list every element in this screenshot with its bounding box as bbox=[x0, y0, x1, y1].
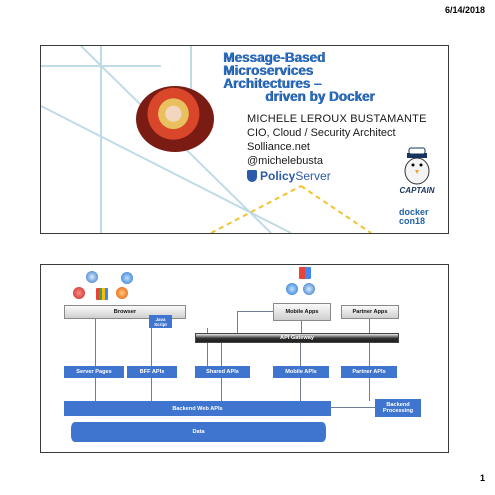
twitter-handle: @michelebusta bbox=[247, 155, 323, 167]
mobile-browser-icon bbox=[286, 283, 298, 295]
firefox-icon bbox=[116, 287, 128, 299]
mobile-apis-box: Mobile APIs bbox=[273, 366, 329, 378]
connector-bff-backend bbox=[151, 378, 152, 401]
policy-brand-prefix: Policy bbox=[260, 169, 296, 183]
dockercon-line-1: docker bbox=[399, 207, 429, 217]
connector-gateway-partner bbox=[369, 343, 370, 366]
page-number: 1 bbox=[479, 473, 485, 483]
connector-gateway-shared bbox=[221, 343, 222, 366]
connector-gateway-mobile bbox=[300, 343, 301, 366]
bff-apis-box: BFF APIs bbox=[127, 366, 177, 378]
partner-apps-box: Partner Apps bbox=[341, 305, 399, 319]
title-line-4: driven by Docker bbox=[265, 89, 375, 104]
speaker-role: CIO, Cloud / Security Architect bbox=[247, 127, 396, 139]
docker-captain-icon bbox=[404, 147, 430, 185]
connector-browser-server-pages bbox=[95, 319, 96, 366]
connector-js-shared bbox=[207, 328, 208, 366]
opera-icon bbox=[73, 287, 85, 299]
dockercon-logo: docker con18 bbox=[399, 208, 429, 226]
server-pages-box: Server Pages bbox=[64, 366, 124, 378]
policy-brand-suffix: Server bbox=[295, 169, 331, 183]
internet-explorer-icon bbox=[121, 272, 133, 284]
title-line-2: Microservices bbox=[223, 63, 314, 78]
connector-mobile-horizontal bbox=[237, 311, 301, 312]
speaker-photo bbox=[136, 86, 214, 152]
shared-apis-box: Shared APIs bbox=[195, 366, 250, 378]
connector-mobile-gateway-b bbox=[301, 311, 302, 333]
connector-backend-processing bbox=[331, 407, 375, 408]
partner-apis-box: Partner APIs bbox=[341, 366, 397, 378]
presentation-title: Message-Based Microservices Architecture… bbox=[223, 50, 443, 104]
slide-title: Message-Based Microservices Architecture… bbox=[40, 45, 449, 234]
javascript-box: Java Script bbox=[149, 315, 172, 328]
connector-partner-gateway bbox=[369, 313, 370, 333]
data-store-box: Data bbox=[71, 422, 326, 442]
shield-icon bbox=[247, 170, 257, 182]
chrome-icon bbox=[96, 288, 108, 300]
backend-processing-box: Backend Processing bbox=[375, 399, 421, 417]
title-line-1: Message-Based bbox=[223, 50, 326, 65]
captain-label: CAPTAIN bbox=[399, 186, 435, 195]
connector-mobile-gateway-a bbox=[237, 311, 238, 333]
title-line-3: Architectures – bbox=[223, 76, 322, 91]
mobile-apps-box: Mobile Apps bbox=[273, 303, 331, 321]
connector-server-pages-backend bbox=[95, 378, 96, 401]
connector-mobile-apis-backend bbox=[300, 378, 301, 401]
company: Solliance.net bbox=[247, 141, 310, 153]
dockercon-line-2: con18 bbox=[399, 216, 426, 226]
safari-icon bbox=[86, 271, 98, 283]
print-date: 6/14/2018 bbox=[444, 5, 485, 15]
slide-architecture-diagram: Browser Java Script Mobile Apps Partner … bbox=[40, 264, 449, 453]
api-gateway-box: API Gateway bbox=[195, 333, 399, 343]
speaker-name: MICHELE LEROUX BUSTAMANTE bbox=[247, 113, 427, 125]
android-icon bbox=[299, 267, 311, 279]
connector-shared-backend bbox=[221, 378, 222, 401]
mobile-safari-icon bbox=[303, 283, 315, 295]
connector-browser-bff bbox=[151, 319, 152, 366]
connector-partner-apis-backend bbox=[369, 378, 370, 401]
backend-web-apis-box: Backend Web APIs bbox=[64, 401, 331, 416]
speaker-info: MICHELE LEROUX BUSTAMANTE CIO, Cloud / S… bbox=[247, 112, 427, 168]
